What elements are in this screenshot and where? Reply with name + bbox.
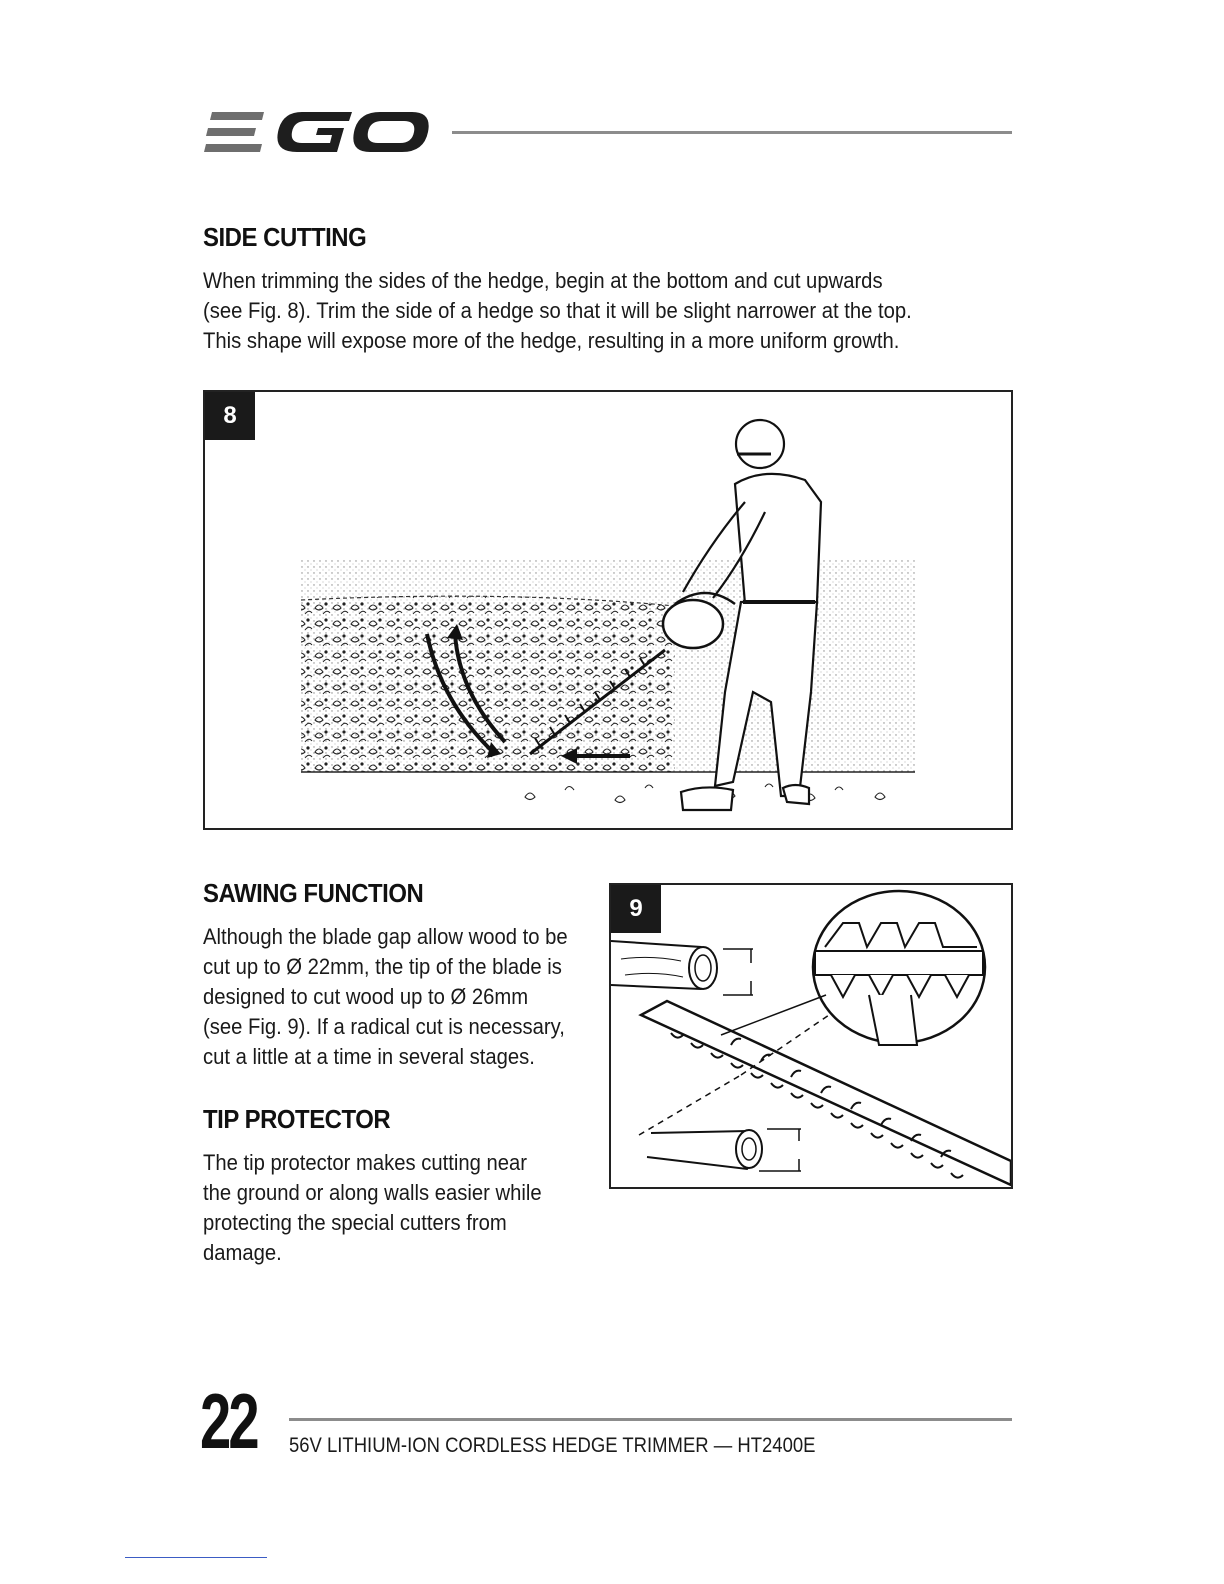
text-line: This shape will expose more of the hedge… bbox=[203, 328, 900, 353]
tip-protector-heading: TIP PROTECTOR bbox=[203, 1104, 391, 1134]
text-line: (see Fig. 8). Trim the side of a hedge s… bbox=[203, 298, 912, 323]
text-line: (see Fig. 9). If a radical cut is necess… bbox=[203, 1014, 565, 1039]
text-line: cut a little at a time in several stages… bbox=[203, 1044, 535, 1069]
figure-9-label: 9 bbox=[611, 885, 661, 933]
text-line: cut up to Ø 22mm, the tip of the blade i… bbox=[203, 954, 562, 979]
ego-logo bbox=[202, 104, 430, 160]
text-line: the ground or along walls easier while bbox=[203, 1180, 542, 1205]
text-line: Although the blade gap allow wood to be bbox=[203, 924, 568, 949]
footer-rule bbox=[289, 1418, 1012, 1421]
header-rule bbox=[452, 131, 1012, 134]
text-line: damage. bbox=[203, 1240, 282, 1265]
text-line: designed to cut wood up to Ø 26mm bbox=[203, 984, 529, 1009]
footer-product-title: 56V LITHIUM-ION CORDLESS HEDGE TRIMMER —… bbox=[289, 1434, 816, 1457]
blade-cutting-branch-illustration bbox=[611, 889, 1011, 1187]
text-line: protecting the special cutters from bbox=[203, 1210, 507, 1235]
bottom-link-underline[interactable] bbox=[125, 1557, 267, 1558]
person-trimming-hedge-illustration bbox=[300, 418, 915, 812]
text-line: The tip protector makes cutting near bbox=[203, 1150, 527, 1175]
figure-9: 9 bbox=[609, 883, 1013, 1189]
side-cutting-text: When trimming the sides of the hedge, be… bbox=[203, 266, 967, 356]
sawing-function-heading: SAWING FUNCTION bbox=[203, 878, 424, 908]
side-cutting-heading: SIDE CUTTING bbox=[203, 222, 367, 252]
figure-8-label: 8 bbox=[205, 392, 255, 440]
tip-protector-text: The tip protector makes cutting near the… bbox=[203, 1148, 589, 1268]
page-number: 22 bbox=[200, 1377, 260, 1465]
text-line: When trimming the sides of the hedge, be… bbox=[203, 268, 883, 293]
figure-8: 8 bbox=[203, 390, 1013, 830]
sawing-function-text: Although the blade gap allow wood to be … bbox=[203, 922, 589, 1072]
